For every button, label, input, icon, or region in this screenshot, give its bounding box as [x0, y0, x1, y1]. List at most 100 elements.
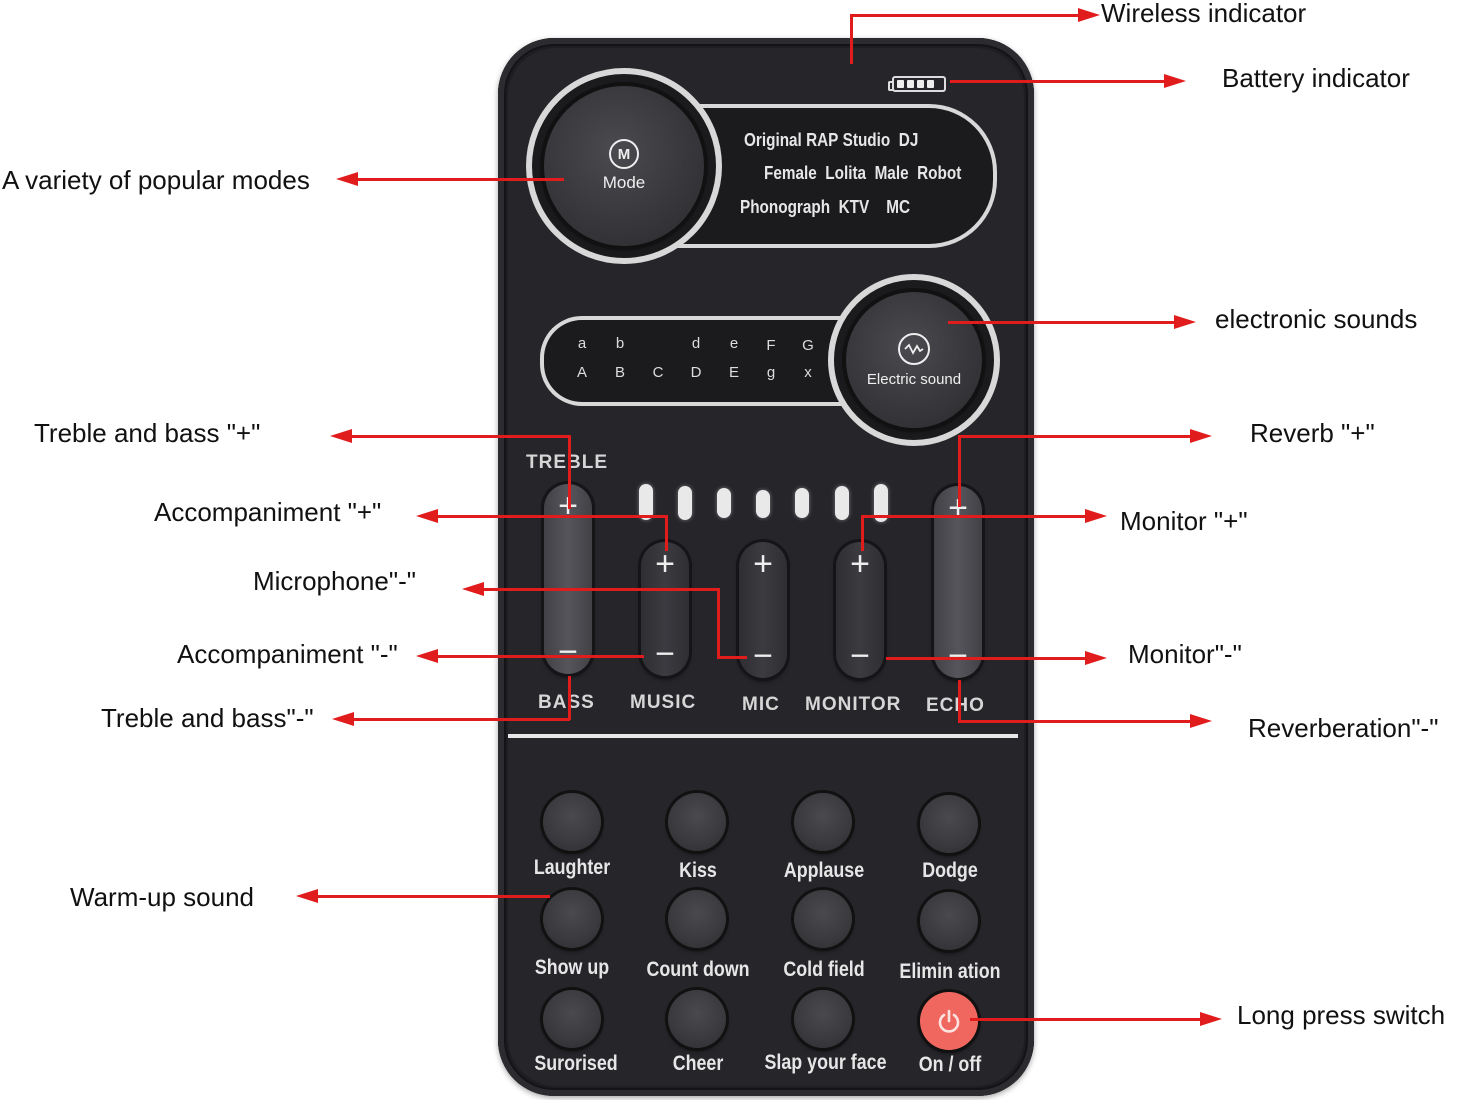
count-down-label: Count down [646, 958, 750, 981]
treble-plus-leader [568, 435, 571, 509]
monitor-rocker: + − [836, 542, 884, 678]
power-icon [938, 1009, 960, 1033]
level-led [678, 486, 692, 520]
reverb-minus-leader [958, 680, 961, 722]
arrow-right-icon [1164, 74, 1186, 88]
mode-button-label: Mode [602, 173, 646, 192]
power-button[interactable] [920, 992, 978, 1050]
mode-button[interactable]: M Mode [544, 86, 704, 246]
monitor-minus-button[interactable]: − [850, 637, 870, 675]
echo-minus-button[interactable]: − [948, 637, 968, 675]
battery-indicator-icon [888, 76, 946, 92]
level-led [639, 484, 653, 520]
slap-your-face-button[interactable] [794, 990, 852, 1048]
monitor-minus-annotation: Monitor"-" [1128, 639, 1242, 669]
laughter-button[interactable] [543, 793, 601, 851]
music-rocker: + − [641, 542, 689, 676]
section-divider [508, 734, 1018, 738]
wireless-leader-line [850, 14, 853, 64]
mic-minus-annotation: Microphone"-" [253, 566, 416, 596]
reverb-plus-leader [958, 435, 1192, 438]
mic-minus-leader [717, 656, 747, 659]
arrow-right-icon [1190, 714, 1212, 728]
monitor-label: MONITOR [805, 694, 902, 715]
bass-minus-button[interactable]: − [558, 633, 578, 671]
letter: b [615, 335, 625, 352]
letter: B [614, 364, 625, 381]
dodge-button[interactable] [920, 795, 978, 853]
mode-ring: M Mode [526, 68, 722, 264]
letter: G [802, 337, 814, 354]
treble-bass-rocker: + − [544, 484, 592, 674]
treble-plus-annotation: Treble and bass "+" [34, 418, 261, 448]
count-down-button[interactable] [668, 890, 726, 948]
monitor-plus-leader [861, 515, 864, 551]
mode-row-1: Original RAP Studio DJ [744, 130, 919, 150]
letter: D [690, 364, 702, 381]
warmup-annotation: Warm-up sound [70, 882, 254, 912]
power-leader [970, 1018, 1202, 1021]
modes-annotation: A variety of popular modes [2, 165, 310, 195]
cold-field-button[interactable] [794, 890, 852, 948]
kiss-button[interactable] [668, 793, 726, 851]
arrow-left-icon [296, 889, 318, 903]
arrow-right-icon [1078, 8, 1100, 22]
mic-minus-leader [717, 588, 720, 658]
long-press-annotation: Long press switch [1237, 1000, 1446, 1030]
letter: g [766, 364, 776, 381]
mic-label: MIC [742, 694, 780, 715]
arrow-left-icon [416, 509, 438, 523]
letter: x [804, 364, 812, 381]
treble-minus-leader [354, 718, 570, 721]
cheer-button[interactable] [668, 990, 726, 1048]
music-label: MUSIC [630, 692, 697, 713]
wireless-indicator-annotation: Wireless indicator [1101, 0, 1307, 28]
arrow-right-icon [1200, 1012, 1222, 1026]
mic-rocker: + − [739, 542, 787, 678]
treble-minus-leader [568, 676, 571, 720]
mode-m-icon: M [609, 139, 639, 169]
reverberation-minus-annotation: Reverberation"-" [1248, 713, 1439, 743]
letter: C [652, 364, 664, 381]
mode-list-panel [668, 104, 997, 248]
show-up-button[interactable] [543, 890, 601, 948]
electric-sound-button[interactable]: Electric sound [846, 292, 982, 428]
reverb-minus-leader [958, 720, 1192, 723]
music-plus-button[interactable]: + [655, 545, 675, 583]
monitor-minus-leader [886, 657, 1086, 660]
waveform-icon [898, 332, 930, 365]
surprised-button[interactable] [543, 990, 601, 1048]
treble-plus-button[interactable]: + [544, 486, 592, 526]
applause-button[interactable] [794, 793, 852, 851]
arrow-right-icon [1085, 509, 1107, 523]
electric-sound-ring: Electric sound [828, 274, 1000, 446]
surprised-label: Surorised [534, 1052, 618, 1075]
elimination-button[interactable] [920, 892, 978, 950]
letter: d [691, 335, 701, 352]
bass-label: BASS [538, 692, 595, 713]
warmup-leader [318, 895, 550, 898]
level-led [835, 486, 849, 520]
electric-sound-label: Electric sound [866, 370, 962, 388]
electronic-leader-line [948, 321, 1176, 324]
electronic-sounds-annotation: electronic sounds [1215, 304, 1418, 334]
level-led [874, 484, 888, 522]
monitor-plus-button[interactable]: + [850, 545, 870, 583]
letter: F [766, 337, 776, 354]
on-off-label: On / off [918, 1053, 982, 1076]
accompaniment-plus-annotation: Accompaniment "+" [154, 497, 382, 527]
battery-indicator-annotation: Battery indicator [1222, 63, 1410, 93]
show-up-label: Show up [534, 956, 610, 979]
reverb-plus-leader [958, 435, 961, 507]
mode-row-3: Phonograph KTV MC [740, 197, 911, 217]
mic-plus-button[interactable]: + [753, 545, 773, 583]
arrow-right-icon [1174, 315, 1196, 329]
applause-label: Applause [783, 859, 865, 882]
music-minus-button[interactable]: − [655, 635, 675, 673]
mic-minus-button[interactable]: − [753, 637, 773, 675]
arrow-left-icon [332, 712, 354, 726]
letter: e [729, 335, 739, 352]
accomp-plus-leader [438, 515, 668, 518]
letter: E [728, 364, 739, 381]
treble-label: TREBLE [526, 452, 608, 473]
